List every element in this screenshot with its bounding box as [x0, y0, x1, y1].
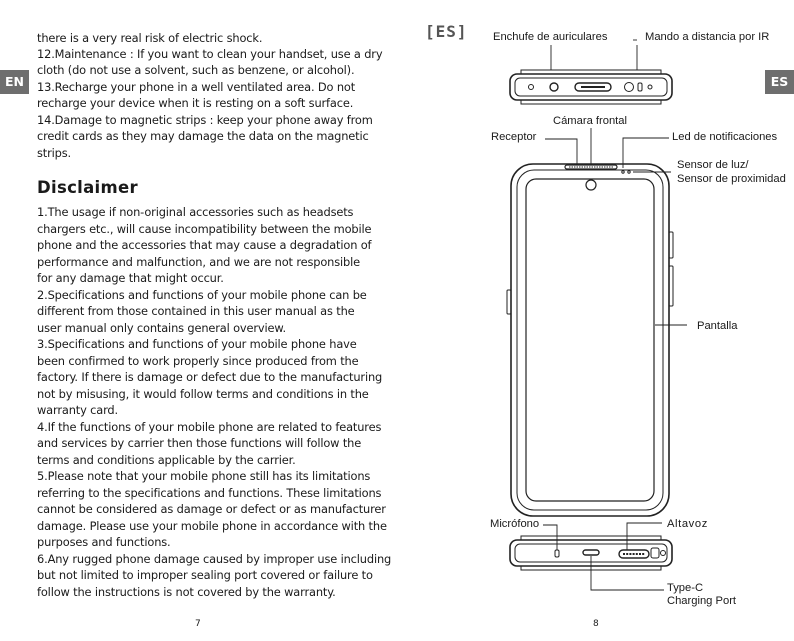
text-line: 2.Specifications and functions of your m…: [37, 287, 367, 302]
label-screen: Pantalla: [697, 320, 738, 332]
text-line: different from those contained in this u…: [37, 304, 355, 318]
text-line: purposes and functions.: [37, 535, 171, 549]
label-headphone-jack: Enchufe de auriculares: [493, 31, 608, 43]
text-line: 13.Recharge your phone in a well ventila…: [37, 80, 356, 94]
text-line: and services by carrier then those funct…: [37, 436, 362, 450]
text-line: terms and conditions applicable by the c…: [37, 452, 296, 467]
label-charging-port: Charging Port: [667, 595, 737, 607]
page-number: 7: [195, 619, 201, 629]
text-line: 4.If the functions of your mobile phone …: [37, 419, 382, 434]
label-microphone: Micrófono: [490, 518, 540, 530]
label-speaker: Altavoz: [667, 518, 708, 530]
phone-front-view: [506, 163, 674, 517]
callout-lines: [543, 39, 687, 591]
text-line: follow the instructions is not covered b…: [37, 584, 336, 599]
text-line: for any damage that might occur.: [37, 271, 224, 285]
text-line: credit cards as they may damage the data…: [37, 129, 369, 143]
label-receiver: Receptor: [491, 131, 537, 143]
label-ir-remote: Mando a distancia por IR: [645, 31, 770, 43]
language-tab-en: EN: [0, 70, 29, 94]
phone-top-view: [509, 69, 673, 105]
text-line: warranty card.: [37, 403, 118, 417]
text-line: 3.Specifications and functions of your m…: [37, 337, 357, 351]
language-header-es: [ES]: [425, 22, 468, 41]
label-notification-led: Led de notificaciones: [672, 131, 778, 143]
text-line: cannot be considered as damage or defect…: [37, 502, 386, 516]
text-line: referring to the specifications and func…: [37, 485, 382, 500]
text-line: 14.Damage to magnetic strips : keep your…: [37, 113, 373, 127]
text-line: 6.Any rugged phone damage caused by impr…: [37, 551, 392, 566]
label-proximity-sensor: Sensor de proximidad: [677, 173, 786, 185]
text-line: phone and the accessories that may cause…: [37, 238, 372, 252]
disclaimer-heading: Disclaimer: [37, 178, 138, 197]
left-page: EN there is a very real risk of electric…: [0, 31, 392, 629]
text-line: user manual only contains general overvi…: [37, 320, 286, 335]
text-line: there is a very real risk of electric sh…: [37, 31, 263, 45]
text-line: 12.Maintenance : If you want to clean yo…: [37, 47, 383, 61]
language-tab-es: ES: [765, 70, 794, 94]
text-line: not by misusing, it would follow terms a…: [37, 386, 369, 401]
label-type-c: Type-C: [667, 582, 704, 594]
page-number: 8: [593, 619, 599, 629]
text-line: 5.Please note that your mobile phone sti…: [37, 469, 371, 483]
text-line: performance and malfunction, and we are …: [37, 254, 360, 269]
text-line: factory. If there is damage or defect du…: [37, 370, 383, 384]
label-front-camera: Cámara frontal: [553, 115, 627, 127]
text-line: strips.: [37, 146, 71, 160]
text-line: been confirmed to work properly since pr…: [37, 353, 359, 368]
text-line: recharge your device when it is resting …: [37, 96, 354, 110]
text-line: chargers etc., will cause incompatibilit…: [37, 221, 372, 236]
text-line: 1.The usage if non-original accessories …: [37, 205, 354, 219]
right-page: [ES] ES: [397, 0, 794, 641]
text-line: cloth (do not use a solvent, such as ben…: [37, 63, 355, 77]
label-light-sensor: Sensor de luz/: [677, 159, 749, 171]
phone-diagram: [506, 39, 687, 591]
text-line: but not limited to improper sealing port…: [37, 568, 373, 582]
text-line: damage. Please use your mobile phone in …: [37, 518, 387, 533]
